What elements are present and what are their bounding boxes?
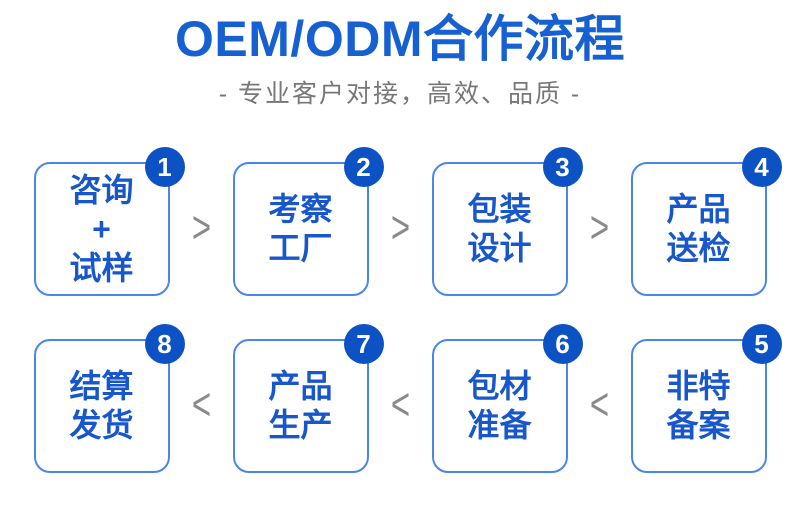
chevron-left-icon: < [589,380,609,430]
step-number-badge: 6 [542,324,583,364]
page-subtitle: - 专业客户对接，高效、品质 - [218,80,582,108]
flow-row-bottom: 8 结算 发货 < 7 产品 生产 < 6 包材 准备 < 5 非特 备案 [0,324,800,473]
step-label: 产品 送检 [666,191,731,266]
step-label: 考察 工厂 [268,191,333,266]
step-label: 包材 准备 [467,368,532,443]
step-number-badge: 8 [144,324,185,364]
chevron-left-icon: < [390,380,410,430]
step-number-badge: 1 [144,147,185,187]
flow-row-top: 1 咨询 + 试样 > 2 考察 工厂 > 3 包装 设计 > 4 产品 送检 [0,147,800,296]
step-label: 非特 备案 [666,368,731,443]
step-label: 结算 发货 [69,368,134,443]
step-number-badge: 2 [343,147,384,187]
chevron-left-icon: < [191,380,211,430]
chevron-right-icon: > [589,203,609,253]
step-box-7: 7 产品 生产 [232,324,384,473]
step-box-6: 6 包材 准备 [431,324,583,473]
step-number-badge: 4 [741,147,782,187]
step-box-3: 3 包装 设计 [431,147,583,296]
step-label: 包装 设计 [467,191,532,266]
step-box-8: 8 结算 发货 [33,324,185,473]
step-box-2: 2 考察 工厂 [232,147,384,296]
page-title: OEM/ODM合作流程 [175,11,625,67]
step-label: 产品 生产 [268,368,333,443]
step-number-badge: 7 [343,324,384,364]
step-label: 咨询 + 试样 [69,171,134,286]
step-number-badge: 5 [741,324,782,364]
step-number-badge: 3 [542,147,583,187]
chevron-right-icon: > [191,203,211,253]
step-box-4: 4 产品 送检 [630,147,782,296]
step-box-5: 5 非特 备案 [630,324,782,473]
step-box-1: 1 咨询 + 试样 [33,147,185,296]
chevron-right-icon: > [390,203,410,253]
